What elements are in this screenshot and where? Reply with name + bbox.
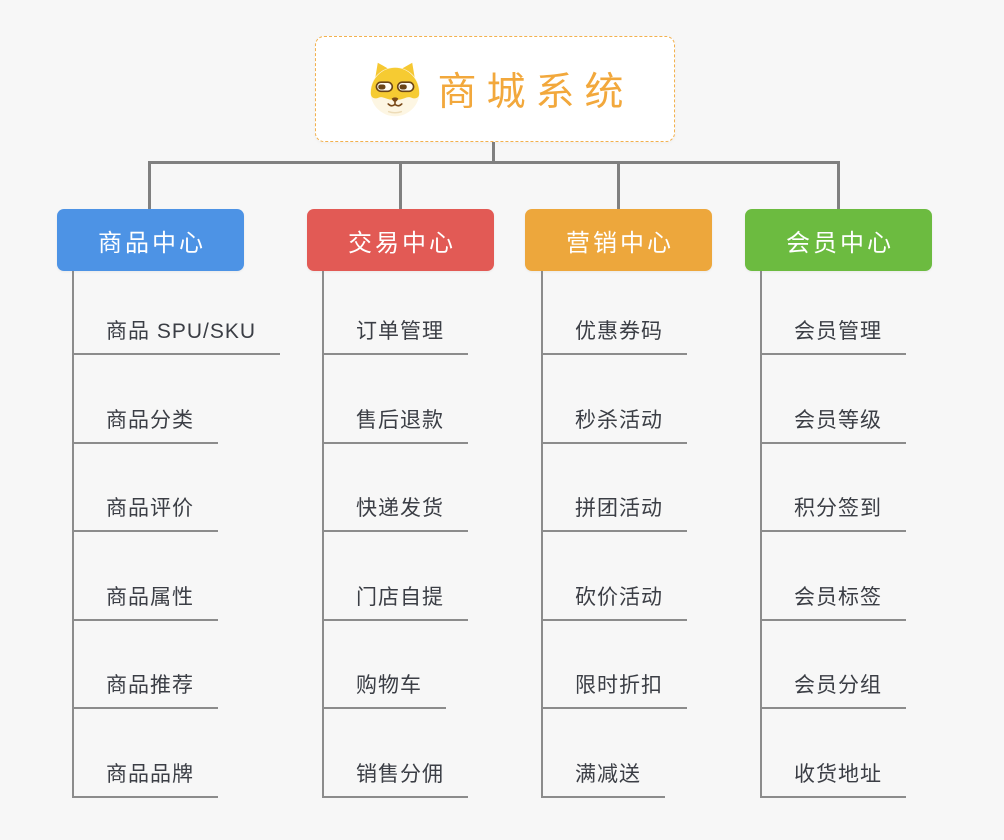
leaf-node[interactable]: 会员等级 (760, 404, 906, 444)
connector-rail (148, 161, 839, 164)
connector-stub-branch-4 (837, 161, 840, 209)
leaf-node[interactable]: 商品评价 (72, 492, 218, 532)
branch-trade-center[interactable]: 交易中心 (307, 209, 494, 271)
leaf-node[interactable]: 商品分类 (72, 404, 218, 444)
root-node[interactable]: 商城系统 (315, 36, 675, 142)
leaf-node[interactable]: 积分签到 (760, 492, 906, 532)
branch-product-center[interactable]: 商品中心 (57, 209, 244, 271)
leaf-node[interactable]: 门店自提 (322, 581, 468, 621)
leaf-node[interactable]: 满减送 (541, 758, 665, 798)
connector-root-stem (492, 140, 495, 163)
leaf-node[interactable]: 会员管理 (760, 315, 906, 355)
leaf-node[interactable]: 购物车 (322, 669, 446, 709)
leaf-node[interactable]: 订单管理 (322, 315, 468, 355)
leaf-node[interactable]: 会员分组 (760, 669, 906, 709)
leaf-node[interactable]: 砍价活动 (541, 581, 687, 621)
branch-trade-children: 订单管理 售后退款 快递发货 门店自提 购物车 销售分佣 (322, 271, 468, 798)
leaf-node[interactable]: 秒杀活动 (541, 404, 687, 444)
branch-product-children: 商品 SPU/SKU 商品分类 商品评价 商品属性 商品推荐 商品品牌 (72, 271, 281, 798)
connector-stub-branch-2 (399, 161, 402, 209)
connector-stub-branch-3 (617, 161, 620, 209)
leaf-node[interactable]: 限时折扣 (541, 669, 687, 709)
leaf-node[interactable]: 会员标签 (760, 581, 906, 621)
branch-label: 交易中心 (348, 229, 456, 257)
leaf-node[interactable]: 优惠券码 (541, 315, 687, 355)
leaf-node[interactable]: 商品属性 (72, 581, 218, 621)
leaf-node[interactable]: 收货地址 (760, 758, 906, 798)
connector-stub-branch-1 (148, 161, 151, 209)
leaf-node[interactable]: 售后退款 (322, 404, 468, 444)
leaf-node[interactable]: 拼团活动 (541, 492, 687, 532)
branch-label: 会员中心 (786, 229, 894, 257)
leaf-node[interactable]: 商品品牌 (72, 758, 218, 798)
dog-icon (371, 62, 420, 117)
leaf-node[interactable]: 销售分佣 (322, 758, 468, 798)
root-label: 商城系统 (437, 71, 634, 114)
branch-marketing-center[interactable]: 营销中心 (525, 209, 712, 271)
branch-member-children: 会员管理 会员等级 积分签到 会员标签 会员分组 收货地址 (760, 271, 906, 798)
branch-marketing-children: 优惠券码 秒杀活动 拼团活动 砍价活动 限时折扣 满减送 (541, 271, 687, 798)
leaf-node[interactable]: 商品推荐 (72, 669, 218, 709)
branch-label: 营销中心 (566, 229, 674, 257)
branch-label: 商品中心 (98, 229, 206, 257)
leaf-node[interactable]: 快递发货 (322, 492, 468, 532)
leaf-node[interactable]: 商品 SPU/SKU (72, 315, 281, 355)
branch-member-center[interactable]: 会员中心 (745, 209, 932, 271)
